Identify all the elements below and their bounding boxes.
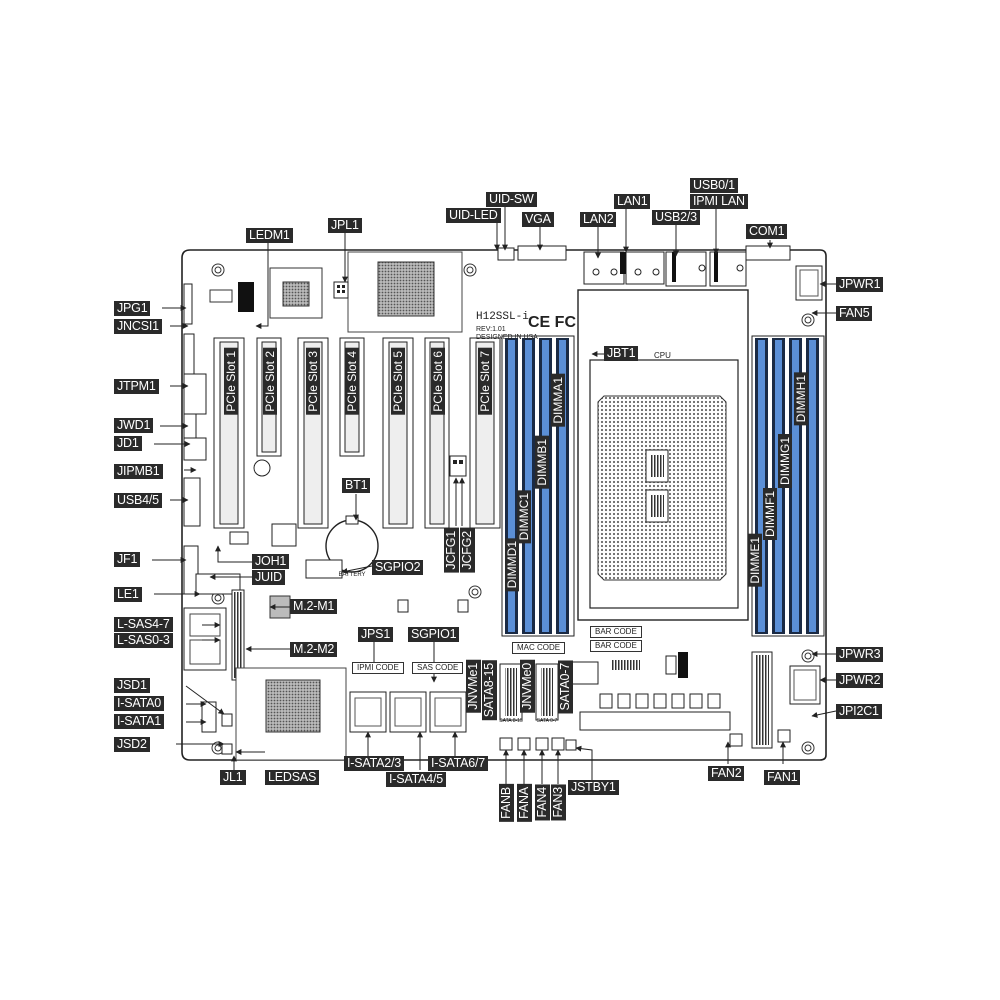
jcfg1-callout: JCFG1	[444, 528, 459, 573]
jipmb1-callout: JIPMB1	[114, 464, 163, 479]
l-sas4-7-callout: L-SAS4-7	[114, 617, 173, 632]
jps1-callout: JPS1	[358, 627, 394, 642]
cpu-silk-label: CPU	[654, 351, 671, 360]
fanb-callout: FANB	[499, 784, 514, 822]
dimm-g1-label: DIMMG1	[778, 434, 792, 488]
sata-8-15-silk: SATA 8-15	[499, 718, 523, 724]
jpg1-callout: JPG1	[114, 301, 151, 316]
m2-m1-callout: M.2-M1	[290, 599, 338, 614]
jsd2-callout: JSD2	[114, 737, 150, 752]
sas-controller-chip	[265, 679, 321, 733]
sata0-7-callout: SATA0-7	[558, 660, 573, 714]
jwd1-callout: JWD1	[114, 418, 154, 433]
jsd1-callout: JSD1	[114, 678, 150, 693]
lan2-callout: LAN2	[580, 212, 617, 227]
jncsi1-callout: JNCSI1	[114, 319, 162, 334]
i-sata4-5-callout: I-SATA4/5	[386, 772, 447, 787]
dimm-f1-label: DIMMF1	[763, 488, 777, 540]
i-sata0-callout: I-SATA0	[114, 696, 164, 711]
fan4-callout: FAN4	[535, 784, 550, 821]
dimm-a1-label: DIMMA1	[551, 374, 565, 427]
board-designed: DESIGNED IN USA	[476, 334, 538, 341]
m2-m2-callout: M.2-M2	[290, 642, 338, 657]
jf1-callout: JF1	[114, 552, 141, 567]
ledsas-callout: LEDSAS	[265, 770, 320, 785]
jstby1-callout: JSTBY1	[568, 780, 619, 795]
sgpio2-callout: SGPIO2	[372, 560, 424, 575]
sata8-15-callout: SATA8-15	[482, 660, 497, 721]
board-rev: REV:1.01	[476, 326, 506, 333]
dimm-b1-label: DIMMB1	[535, 436, 549, 489]
fan2-callout: FAN2	[708, 766, 745, 781]
ipmi-code-label: IPMI CODE	[352, 662, 404, 674]
jnvme1-callout: JNVMe1	[466, 660, 481, 713]
jpwr2-callout: JPWR2	[836, 673, 884, 688]
mac-code-label: MAC CODE	[512, 642, 566, 654]
bt1-callout: BT1	[342, 478, 371, 493]
dimm-h1-label: DIMMH1	[794, 372, 808, 426]
bmc-chip	[377, 261, 435, 317]
jd1-callout: JD1	[114, 436, 142, 451]
fana-callout: FANA	[517, 784, 532, 822]
pcie-slot-7-label: PCIe Slot 7	[478, 348, 492, 415]
pcie-slot-6-label: PCIe Slot 6	[431, 348, 445, 415]
usb23-callout: USB2/3	[652, 210, 700, 225]
battery-silk-label: BATTERY	[338, 572, 365, 578]
pcie-slot-4-label: PCIe Slot 4	[345, 348, 359, 415]
dimm-d1-label: DIMMD1	[505, 538, 519, 592]
pcie-slot-2-label: PCIe Slot 2	[263, 348, 277, 415]
usb45-callout: USB4/5	[114, 493, 162, 508]
vga-callout: VGA	[522, 212, 554, 227]
pcie-slot-1-label: PCIe Slot 1	[224, 348, 238, 415]
leader-lines	[152, 200, 837, 784]
com1-callout: COM1	[746, 224, 788, 239]
isata-connectors	[349, 691, 467, 733]
ipmi-lan-callout: IPMI LAN	[690, 194, 748, 209]
jpi2c1-callout: JPI2C1	[836, 704, 882, 719]
fan5-callout: FAN5	[836, 306, 873, 321]
pcie-slot-3-label: PCIe Slot 3	[306, 348, 320, 415]
sata-0-7-silk: SATA 0-7	[537, 718, 558, 724]
dimm-c1-label: DIMMC1	[517, 490, 531, 544]
ledm1-callout: LEDM1	[246, 228, 293, 243]
juid-callout: JUID	[252, 570, 285, 585]
uid-sw-callout: UID-SW	[486, 192, 537, 207]
cpu-pin-field	[597, 395, 727, 581]
jcfg2-callout: JCFG2	[460, 528, 475, 573]
i-sata1-callout: I-SATA1	[114, 714, 164, 729]
jpl1-jumper	[333, 281, 349, 299]
uid-led-callout: UID-LED	[446, 208, 501, 223]
dimm-e1-label: DIMME1	[748, 534, 762, 587]
jpwr3-callout: JPWR3	[836, 647, 884, 662]
board-model: H12SSL-i	[476, 311, 529, 323]
fan3-callout: FAN3	[551, 784, 566, 821]
i-sata6-7-callout: I-SATA6/7	[428, 756, 489, 771]
sas-code-label: SAS CODE	[412, 662, 464, 674]
joh1-callout: JOH1	[252, 554, 290, 569]
sgpio1-callout: SGPIO1	[408, 627, 460, 642]
lan1-callout: LAN1	[614, 194, 651, 209]
jpl1-callout: JPL1	[328, 218, 362, 233]
pcie-slot-5-label: PCIe Slot 5	[391, 348, 405, 415]
le1-callout: LE1	[114, 587, 142, 602]
jpwr1-callout: JPWR1	[836, 277, 884, 292]
jnvme0-callout: JNVMe0	[520, 660, 535, 713]
fan1-callout: FAN1	[764, 770, 801, 785]
jtpm1-callout: JTPM1	[114, 379, 159, 394]
usb01-callout: USB0/1	[690, 178, 738, 193]
i-sata2-3-callout: I-SATA2/3	[344, 756, 405, 771]
bar-code-label-1: BAR CODE	[590, 626, 642, 638]
jl1-callout: JL1	[220, 770, 246, 785]
cert-marks: CE FC	[528, 314, 576, 331]
bar-code-label-2: BAR CODE	[590, 640, 642, 652]
l-sas0-3-callout: L-SAS0-3	[114, 633, 173, 648]
jbt1-callout: JBT1	[604, 346, 639, 361]
